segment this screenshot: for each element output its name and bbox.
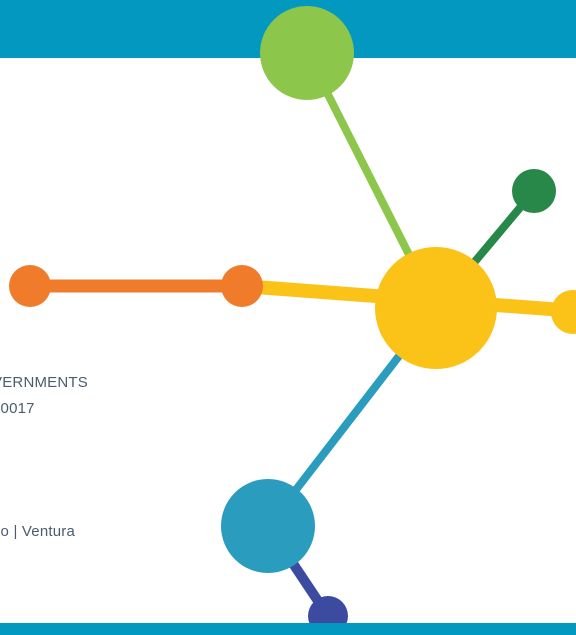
node-teal — [221, 479, 315, 573]
node-lime — [260, 6, 354, 100]
node-dark-green — [512, 169, 556, 213]
node-orange-left — [9, 265, 51, 307]
node-orange-right — [221, 265, 263, 307]
node-yellow-edge — [551, 290, 576, 334]
node-yellow-main — [375, 247, 497, 369]
bottom-footer-band — [0, 623, 576, 635]
postal-code-text: 90017 — [0, 400, 35, 417]
county-list-text: no | Ventura — [0, 523, 76, 540]
organization-name-text: VERNMENTS — [0, 374, 88, 391]
